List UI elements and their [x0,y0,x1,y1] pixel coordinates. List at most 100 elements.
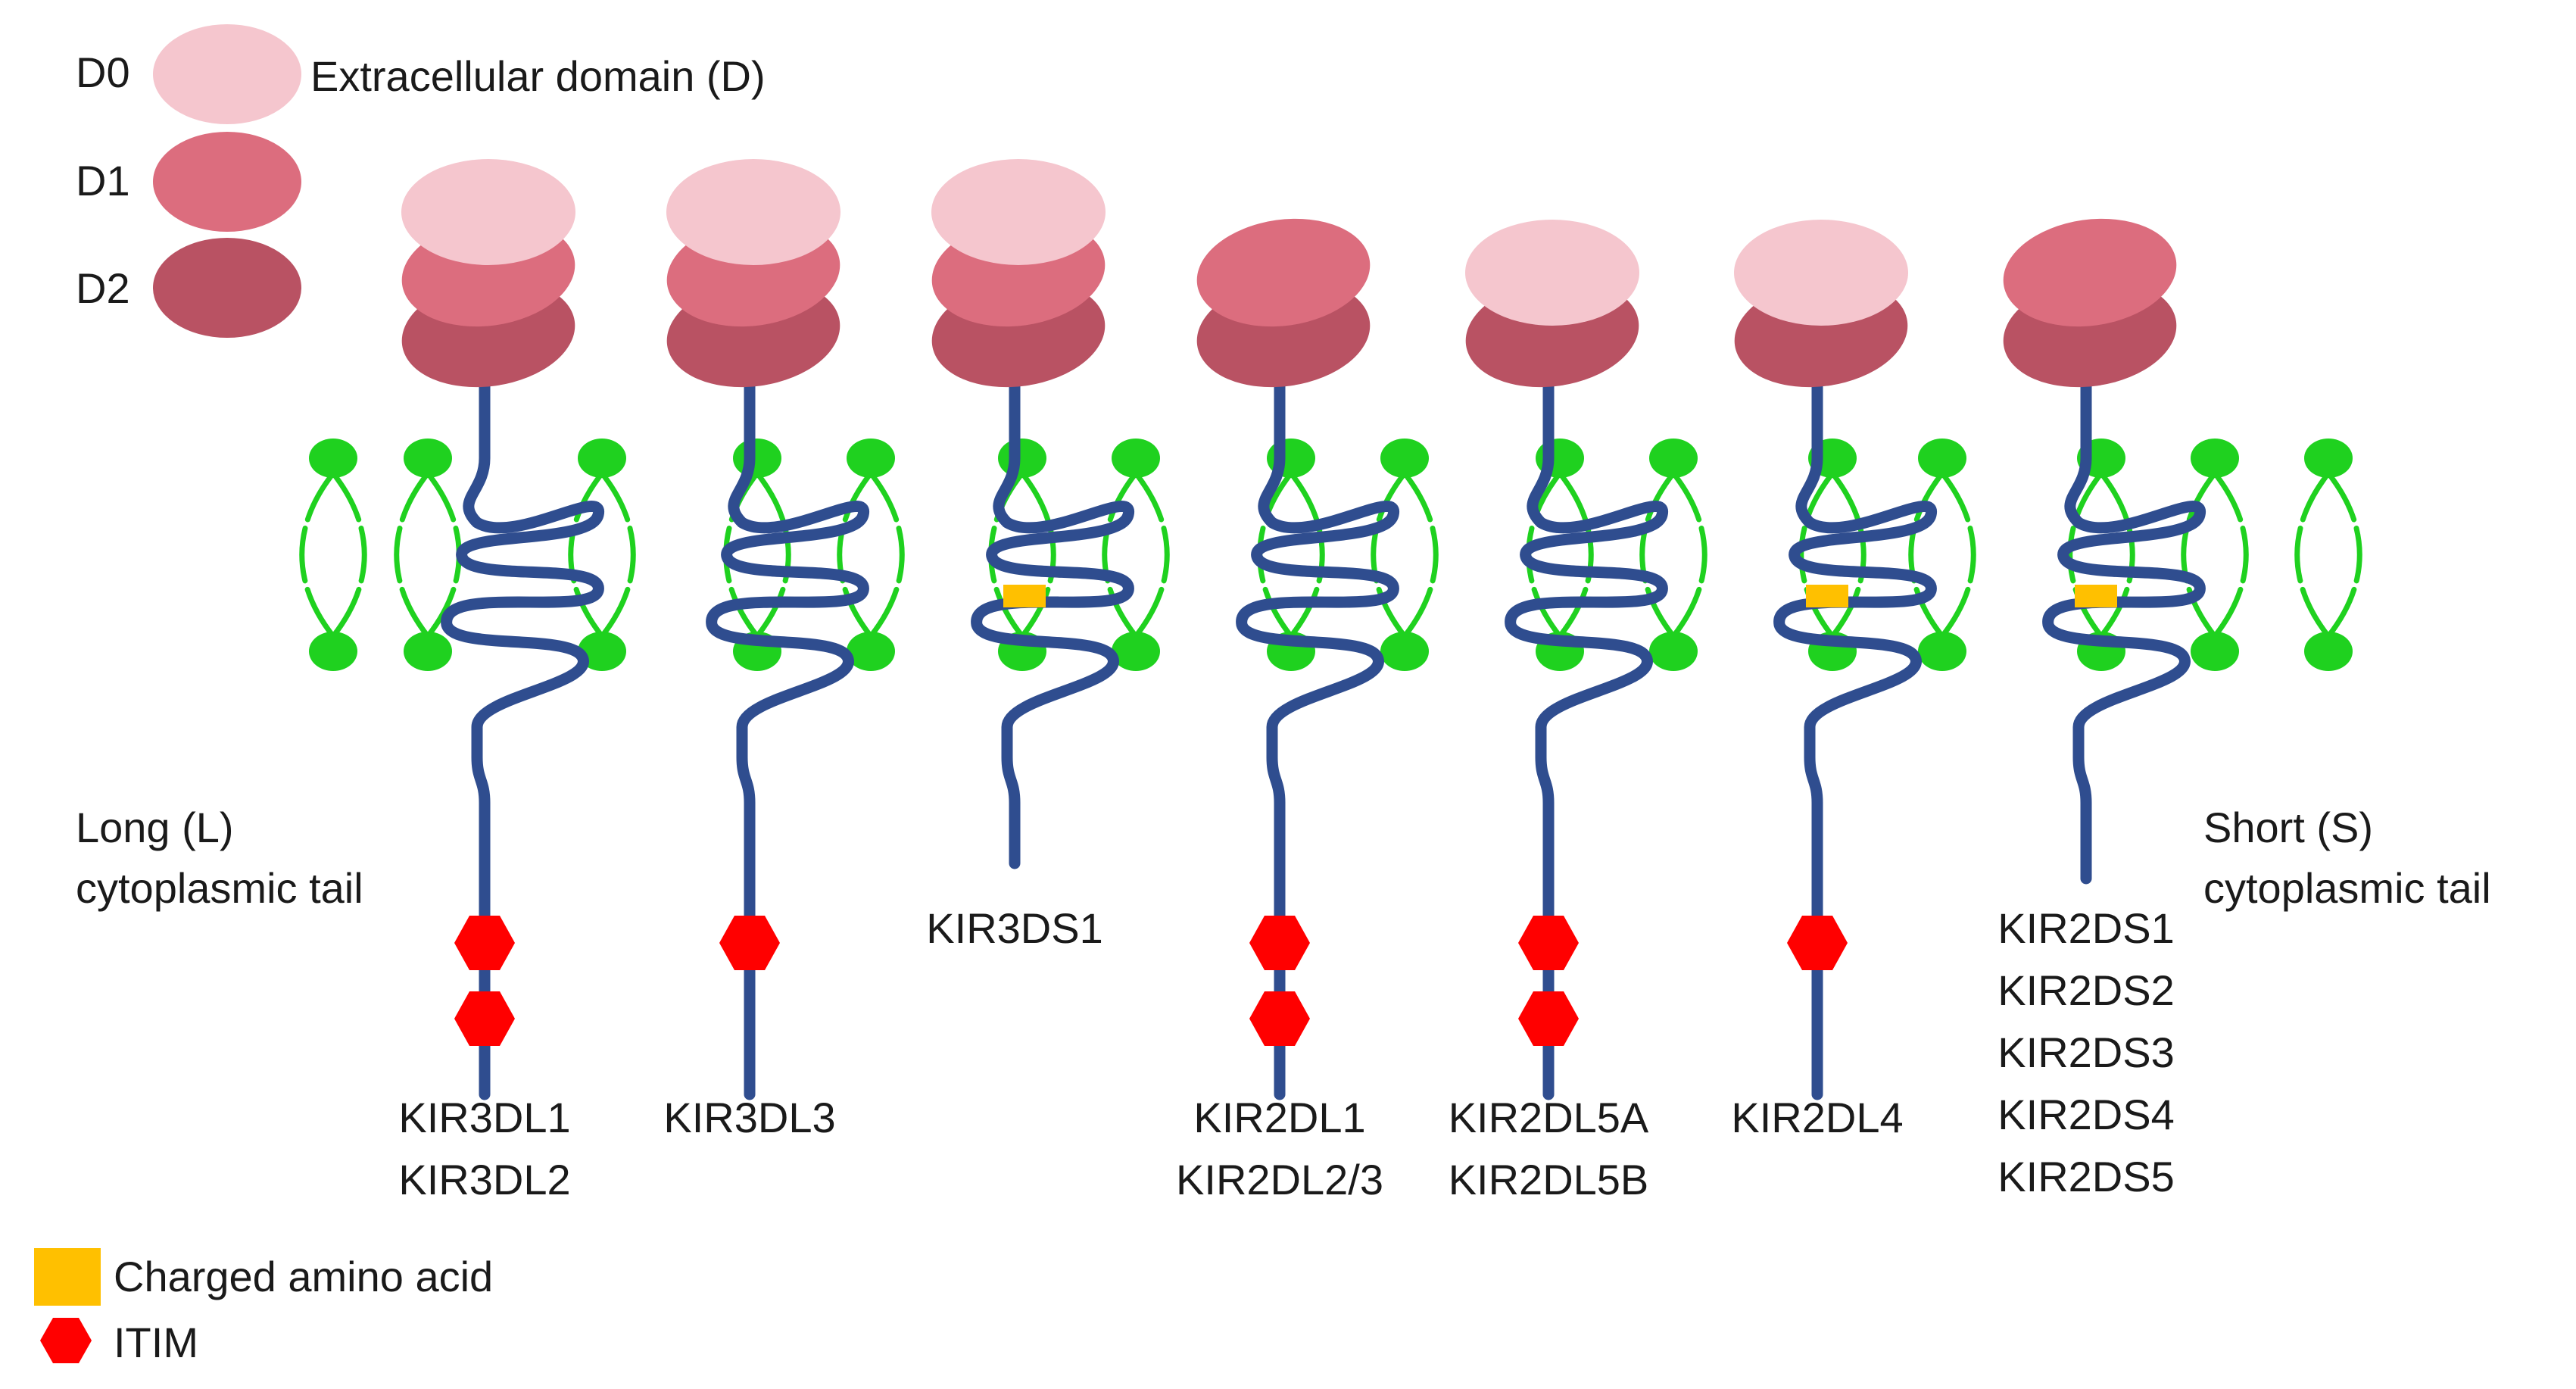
legend-domain-title: Extracellular domain (D) [310,52,766,100]
lipid-tail [568,470,605,639]
lipid-tail [2294,470,2331,639]
lipid-tail [1133,470,1170,639]
receptor-name: KIR2DL2/3 [1176,1156,1383,1203]
receptor-name: KIR2DS5 [1997,1153,2174,1200]
lipid-tail [2212,470,2249,639]
receptor-name: KIR3DL2 [398,1156,570,1203]
polypeptide-chain [1773,373,1937,1100]
legend-d1-ellipse [153,132,301,232]
receptor-name: KIR2DL1 [1193,1094,1365,1141]
lipid-head [404,632,452,671]
lipid-pair [837,439,905,671]
lipid-head [1380,632,1429,671]
lipid-head [309,439,357,478]
itim-legend-label: ITIM [114,1319,198,1366]
lipid-pair [1371,439,1439,671]
polypeptide-chain [706,373,869,1100]
bottom-legend: Charged amino acid ITIM [34,1248,493,1366]
lipid-tail [1102,470,1139,639]
lipid-head [1380,439,1429,478]
lipid-tail [754,470,791,639]
domain-d0 [1734,220,1908,326]
polypeptide-chain [2042,373,2206,885]
receptor-name: KIR2DS4 [1997,1091,2174,1138]
lipid-head [1649,439,1698,478]
lipid-tail [1288,470,1325,639]
lipid-tail [1557,470,1594,639]
lipid-pair [568,439,636,671]
itim-motif [1249,916,1310,970]
long-tail-label-line1: Long (L) [76,804,234,851]
itim-motif [1249,991,1310,1046]
receptor-name: KIR2DL4 [1731,1094,1903,1141]
lipid-head [309,632,357,671]
lipid-tail [1829,470,1867,639]
receptor-name: KIR3DL1 [398,1094,570,1141]
domain-d1 [1196,218,1371,327]
receptor-name: KIR3DS1 [926,904,1102,952]
domain-legend: D0 Extracellular domain (D) D1 D2 [76,24,766,338]
lipid-tail [868,470,905,639]
lipid-tail [837,470,874,639]
lipid-tail [1939,470,1976,639]
charged-amino-acid [2075,585,2117,607]
lipid-tail [1639,470,1676,639]
lipid-head [1649,632,1698,671]
long-tail-label-line2: cytoplasmic tail [76,864,363,912]
receptor: KIR2DL4 [1731,220,1937,1141]
charged-amino-acid-label: Charged amino acid [114,1253,493,1300]
itim-motif [719,916,780,970]
itim-motif [1518,991,1579,1046]
lipid-pair [299,439,367,671]
itim-motif [1518,916,1579,970]
legend-d0-label: D0 [76,48,130,96]
lipid-pair [1639,439,1707,671]
lipid-tail [1798,470,1835,639]
receptor-name: KIR2DS3 [1997,1028,2174,1076]
domain-d0 [401,159,575,265]
receptor: KIR3DL3 [663,159,869,1141]
short-tail-label-line1: Short (S) [2203,804,2373,851]
polypeptide-chain [441,373,604,1100]
lipid-tail [1908,470,1945,639]
polypeptide-chain [1505,373,1668,1100]
charged-amino-acid-swatch [34,1248,101,1306]
lipid-pair [1908,439,1976,671]
lipid-head [404,439,452,478]
receptor-name: KIR2DS2 [1997,966,2174,1014]
lipid-head [2304,439,2353,478]
lipid-head [578,632,626,671]
receptor-group: KIR3DL1KIR3DL2KIR3DL3KIR3DS1KIR2DL1KIR2D… [398,159,2206,1203]
charged-amino-acid [1003,585,1046,607]
receptor-name: KIR3DL3 [663,1094,835,1141]
domain-d0 [666,159,840,265]
legend-d1-label: D1 [76,157,130,204]
short-tail-label-line2: cytoplasmic tail [2203,864,2491,912]
lipid-head [998,439,1046,478]
lipid-head [847,632,895,671]
domain-d1 [2003,218,2177,327]
lipid-head [2191,632,2239,671]
domain-d0 [1465,220,1639,326]
lipid-tail [2325,470,2362,639]
lipid-head [847,439,895,478]
charged-amino-acid [1806,585,1848,607]
lipid-head [733,439,781,478]
lipid-pair [2181,439,2249,671]
receptor: KIR3DS1 [926,159,1134,952]
receptor-name: KIR2DL5B [1449,1156,1649,1203]
lipid-tail [2181,470,2218,639]
lipid-tail [394,470,431,639]
lipid-pair [2294,439,2362,671]
lipid-tail [299,470,336,639]
lipid-tail [330,470,367,639]
lipid-tail [1019,470,1056,639]
lipid-tail [599,470,636,639]
lipid-pair [394,439,462,671]
receptor-name: KIR2DS1 [1997,904,2174,952]
domain-d0 [931,159,1106,265]
lipid-head [2304,632,2353,671]
